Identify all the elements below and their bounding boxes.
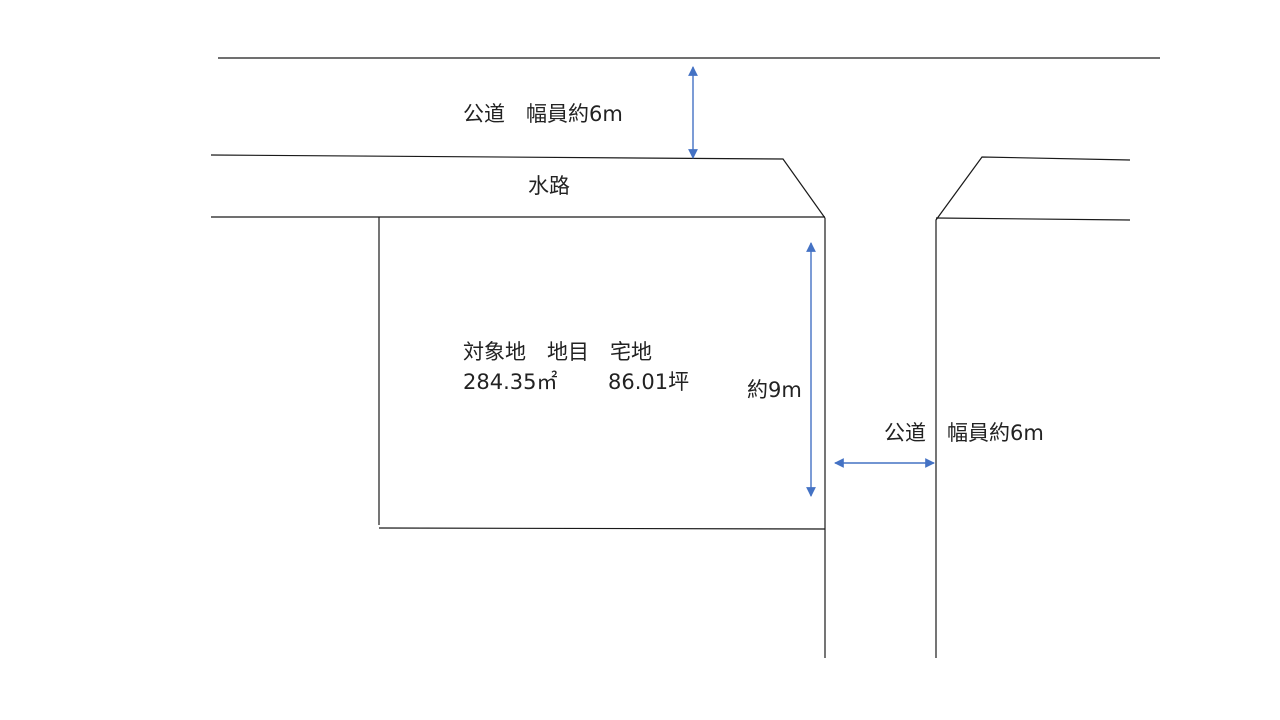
top-road-label: 公道 幅員約6m: [463, 102, 623, 126]
subject-lot-area-sqm: 284.35㎡: [463, 370, 558, 394]
side-road-label: 公道 幅員約6m: [884, 421, 1044, 445]
waterway-label: 水路: [528, 174, 570, 198]
subject-lot-label: 対象地 地目 宅地: [463, 340, 652, 364]
east-waterway-south-edge: [935, 217, 1131, 221]
lot-depth-label: 約9m: [747, 378, 802, 402]
subject-lot-south-boundary: [378, 527, 826, 530]
side-road-east-edge: [935, 156, 1131, 658]
subject-lot-area-tsubo: 86.01坪: [608, 370, 690, 394]
waterway-north-edge: [210, 154, 826, 219]
